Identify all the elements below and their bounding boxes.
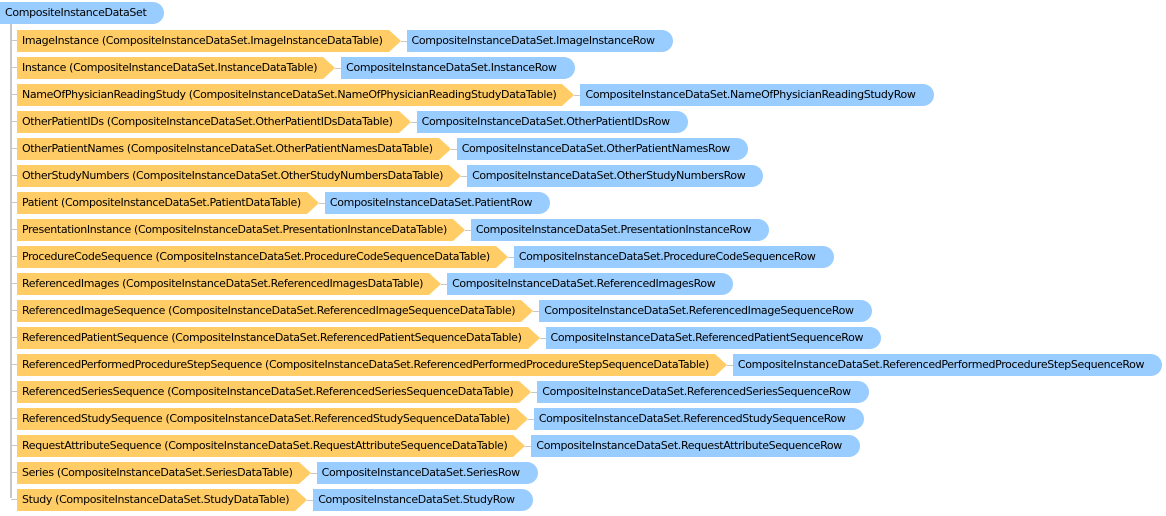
row-connector	[441, 283, 448, 285]
branch-connector	[11, 364, 17, 365]
datarow-node[interactable]: CompositeInstanceDataSet.ReferencedPerfo…	[732, 354, 1163, 376]
tree-item: Patient (CompositeInstanceDataSet.Patien…	[0, 192, 1162, 214]
tree-item: Series (CompositeInstanceDataSet.SeriesD…	[0, 462, 1162, 484]
branch-connector	[11, 229, 17, 230]
datarow-node[interactable]: CompositeInstanceDataSet.OtherPatientNam…	[456, 138, 748, 160]
branch-connector	[11, 121, 17, 122]
table-list: ImageInstance (CompositeInstanceDataSet.…	[0, 30, 1163, 516]
branch-connector	[11, 67, 17, 68]
branch-connector	[11, 445, 17, 446]
datatable-node[interactable]: ReferencedStudySequence (CompositeInstan…	[17, 408, 528, 430]
datarow-node[interactable]: CompositeInstanceDataSet.NameOfPhysician…	[580, 84, 934, 106]
datarow-node[interactable]: CompositeInstanceDataSet.SeriesRow	[316, 462, 538, 484]
datatable-node[interactable]: PresentationInstance (CompositeInstanceD…	[17, 219, 465, 241]
branch-connector	[11, 256, 17, 257]
tree-trunk-line	[10, 24, 12, 498]
datatable-node[interactable]: RequestAttributeSequence (CompositeInsta…	[17, 435, 526, 457]
datarow-node[interactable]: CompositeInstanceDataSet.StudyRow	[313, 489, 533, 511]
tree-item: ReferencedStudySequence (CompositeInstan…	[0, 408, 1162, 430]
datatable-node[interactable]: ImageInstance (CompositeInstanceDataSet.…	[17, 30, 401, 52]
datarow-node[interactable]: CompositeInstanceDataSet.PatientRow	[324, 192, 551, 214]
datatable-node[interactable]: Study (CompositeInstanceDataSet.StudyDat…	[17, 489, 308, 511]
datarow-node[interactable]: CompositeInstanceDataSet.ReferencedSerie…	[537, 381, 869, 403]
tree-item: ImageInstance (CompositeInstanceDataSet.…	[0, 30, 1162, 52]
tree-item: OtherPatientIDs (CompositeInstanceDataSe…	[0, 111, 1162, 133]
row-connector	[464, 229, 471, 231]
tree-item: PresentationInstance (CompositeInstanceD…	[0, 219, 1162, 241]
branch-connector	[11, 283, 17, 284]
datatable-node[interactable]: ReferencedPatientSequence (CompositeInst…	[17, 327, 540, 349]
datarow-node[interactable]: CompositeInstanceDataSet.PresentationIns…	[470, 219, 770, 241]
datatable-node[interactable]: ReferencedSeriesSequence (CompositeInsta…	[17, 381, 532, 403]
tree-item: Instance (CompositeInstanceDataSet.Insta…	[0, 57, 1162, 79]
tree-item: OtherStudyNumbers (CompositeInstanceData…	[0, 165, 1162, 187]
branch-connector	[11, 202, 17, 203]
branch-connector	[11, 337, 17, 338]
row-connector	[461, 175, 468, 177]
row-connector	[531, 391, 538, 393]
row-connector	[507, 256, 514, 258]
tree-item: ProcedureCodeSequence (CompositeInstance…	[0, 246, 1162, 268]
branch-connector	[11, 148, 17, 149]
datarow-node[interactable]: CompositeInstanceDataSet.ReferencedPatie…	[545, 327, 882, 349]
datatable-node[interactable]: OtherPatientNames (CompositeInstanceData…	[17, 138, 451, 160]
datarow-node[interactable]: CompositeInstanceDataSet.ReferencedImage…	[539, 300, 872, 322]
tree-item: RequestAttributeSequence (CompositeInsta…	[0, 435, 1162, 457]
tree-item: ReferencedSeriesSequence (CompositeInsta…	[0, 381, 1162, 403]
tree-item: Study (CompositeInstanceDataSet.StudyDat…	[0, 489, 1162, 511]
row-connector	[574, 94, 581, 96]
row-connector	[539, 337, 546, 339]
datatable-node[interactable]: NameOfPhysicianReadingStudy (CompositeIn…	[17, 84, 575, 106]
datarow-node[interactable]: CompositeInstanceDataSet.ReferencedStudy…	[533, 408, 864, 430]
row-connector	[450, 148, 457, 150]
datarow-node[interactable]: CompositeInstanceDataSet.ProcedureCodeSe…	[513, 246, 834, 268]
dataset-root-node[interactable]: CompositeInstanceDataSet	[0, 2, 165, 24]
tree-item: ReferencedPerformedProcedureStepSequence…	[0, 354, 1163, 376]
datatable-node[interactable]: ReferencedPerformedProcedureStepSequence…	[17, 354, 727, 376]
row-connector	[400, 40, 407, 42]
branch-connector	[11, 499, 17, 500]
branch-connector	[11, 418, 17, 419]
branch-connector	[11, 391, 17, 392]
row-connector	[318, 202, 325, 204]
datatable-node[interactable]: Instance (CompositeInstanceDataSet.Insta…	[17, 57, 336, 79]
datarow-node[interactable]: CompositeInstanceDataSet.ImageInstanceRo…	[406, 30, 673, 52]
datatable-node[interactable]: ProcedureCodeSequence (CompositeInstance…	[17, 246, 508, 268]
row-connector	[335, 67, 342, 69]
row-connector	[525, 445, 532, 447]
datatable-node[interactable]: OtherStudyNumbers (CompositeInstanceData…	[17, 165, 462, 187]
tree-item: OtherPatientNames (CompositeInstanceData…	[0, 138, 1162, 160]
row-connector	[410, 121, 417, 123]
tree-item: ReferencedImages (CompositeInstanceDataS…	[0, 273, 1162, 295]
branch-connector	[11, 175, 17, 176]
branch-connector	[11, 310, 17, 311]
row-connector	[726, 364, 733, 366]
datatable-node[interactable]: ReferencedImageSequence (CompositeInstan…	[17, 300, 534, 322]
branch-connector	[11, 472, 17, 473]
tree-item: ReferencedPatientSequence (CompositeInst…	[0, 327, 1162, 349]
datarow-node[interactable]: CompositeInstanceDataSet.ReferencedImage…	[447, 273, 734, 295]
row-connector	[533, 310, 540, 312]
branch-connector	[11, 94, 17, 95]
datatable-node[interactable]: ReferencedImages (CompositeInstanceDataS…	[17, 273, 442, 295]
datarow-node[interactable]: CompositeInstanceDataSet.OtherPatientIDs…	[416, 111, 688, 133]
datatable-node[interactable]: Patient (CompositeInstanceDataSet.Patien…	[17, 192, 319, 214]
datatable-node[interactable]: Series (CompositeInstanceDataSet.SeriesD…	[17, 462, 311, 484]
branch-connector	[11, 40, 17, 41]
row-connector	[307, 499, 314, 501]
tree-item: ReferencedImageSequence (CompositeInstan…	[0, 300, 1162, 322]
tree-item: NameOfPhysicianReadingStudy (CompositeIn…	[0, 84, 1162, 106]
datarow-node[interactable]: CompositeInstanceDataSet.RequestAttribut…	[531, 435, 860, 457]
row-connector	[527, 418, 534, 420]
row-connector	[310, 472, 317, 474]
datatable-node[interactable]: OtherPatientIDs (CompositeInstanceDataSe…	[17, 111, 411, 133]
datarow-node[interactable]: CompositeInstanceDataSet.InstanceRow	[341, 57, 575, 79]
datarow-node[interactable]: CompositeInstanceDataSet.OtherStudyNumbe…	[467, 165, 764, 187]
